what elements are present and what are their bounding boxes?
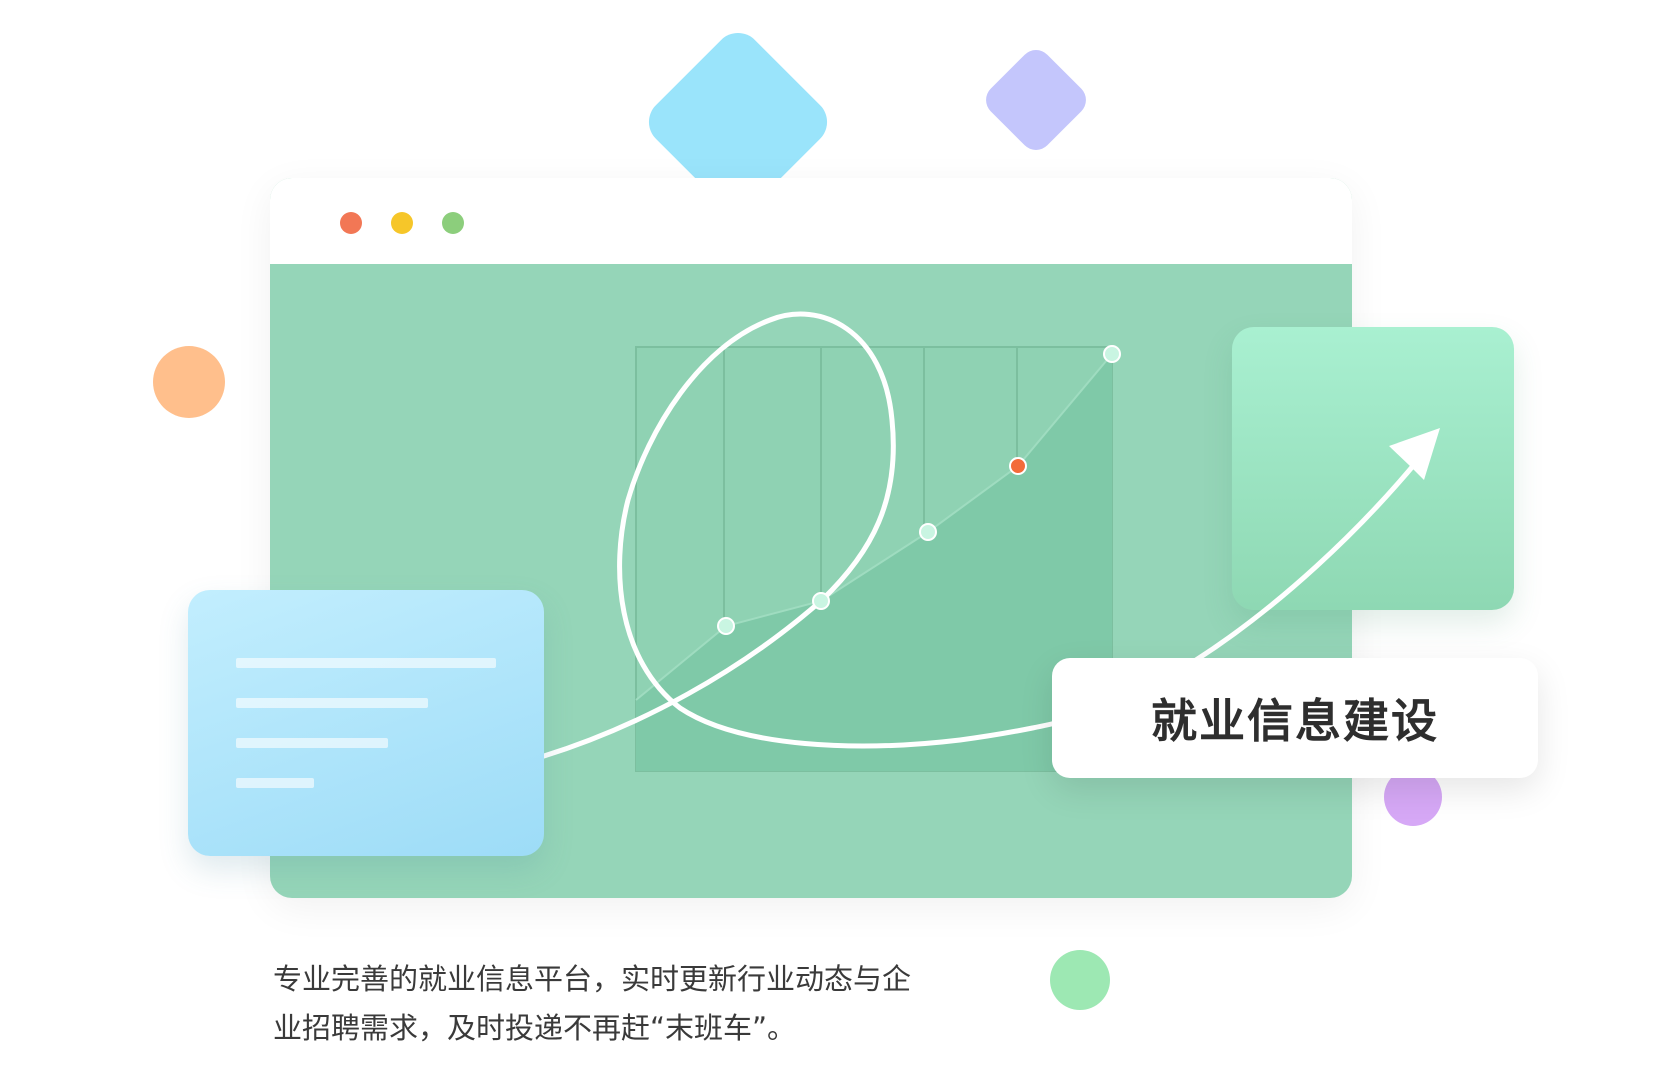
chart-point-1: [717, 617, 735, 635]
decor-dot-orange: [153, 346, 225, 418]
text-line-placeholder: [236, 778, 314, 788]
chart-line: [635, 353, 1113, 701]
chart-point-5: [1103, 345, 1121, 363]
feature-label-card: 就业信息建设: [1052, 658, 1538, 778]
window-maximize-dot: [442, 212, 464, 234]
chart-point-3: [919, 523, 937, 541]
chart-point-highlight: [1009, 457, 1027, 475]
text-line-placeholder: [236, 698, 428, 708]
green-card: [1232, 327, 1514, 610]
text-line-placeholder: [236, 738, 388, 748]
text-line-placeholder: [236, 658, 496, 668]
caption-line-2: 业招聘需求，及时投递不再赶“末班车”。: [273, 1011, 797, 1045]
window-close-dot: [340, 212, 362, 234]
window-titlebar: [270, 178, 1352, 264]
chart-point-2: [812, 592, 830, 610]
chart-area: [636, 354, 1112, 771]
caption-line-1: 专业完善的就业信息平台，实时更新行业动态与企: [273, 962, 912, 996]
decor-dot-green: [1050, 950, 1110, 1010]
caption-text: 专业完善的就业信息平台，实时更新行业动态与企 业招聘需求，及时投递不再赶“末班车…: [273, 955, 1013, 1053]
window-minimize-dot: [391, 212, 413, 234]
text-card: [188, 590, 544, 856]
feature-label: 就业信息建设: [1151, 694, 1439, 748]
